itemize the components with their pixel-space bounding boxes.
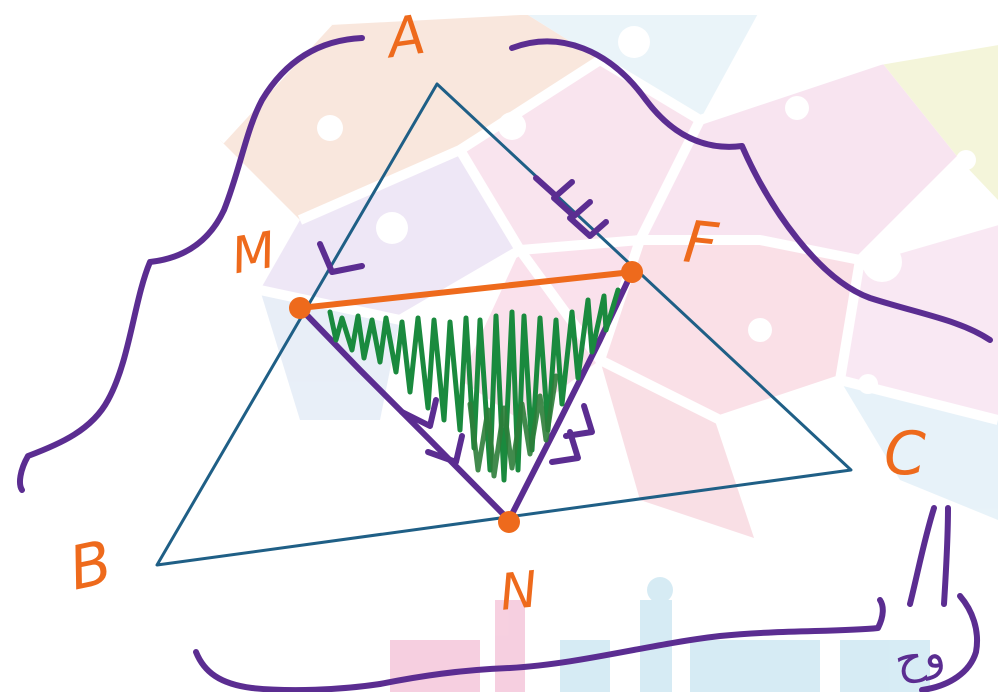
segment-fn — [506, 269, 635, 523]
point-f — [621, 261, 643, 283]
point-n — [498, 511, 520, 533]
label-f: F — [680, 207, 721, 279]
point-m — [289, 297, 311, 319]
parallel-marks — [317, 175, 609, 465]
segment-mf — [297, 269, 635, 311]
label-c: C — [884, 419, 926, 489]
label-n: N — [497, 560, 541, 622]
mark-text: وح — [890, 627, 949, 687]
curly-braces — [17, 35, 993, 692]
label-a: A — [383, 2, 430, 71]
segment-mn — [297, 305, 512, 523]
label-m: M — [227, 220, 280, 286]
